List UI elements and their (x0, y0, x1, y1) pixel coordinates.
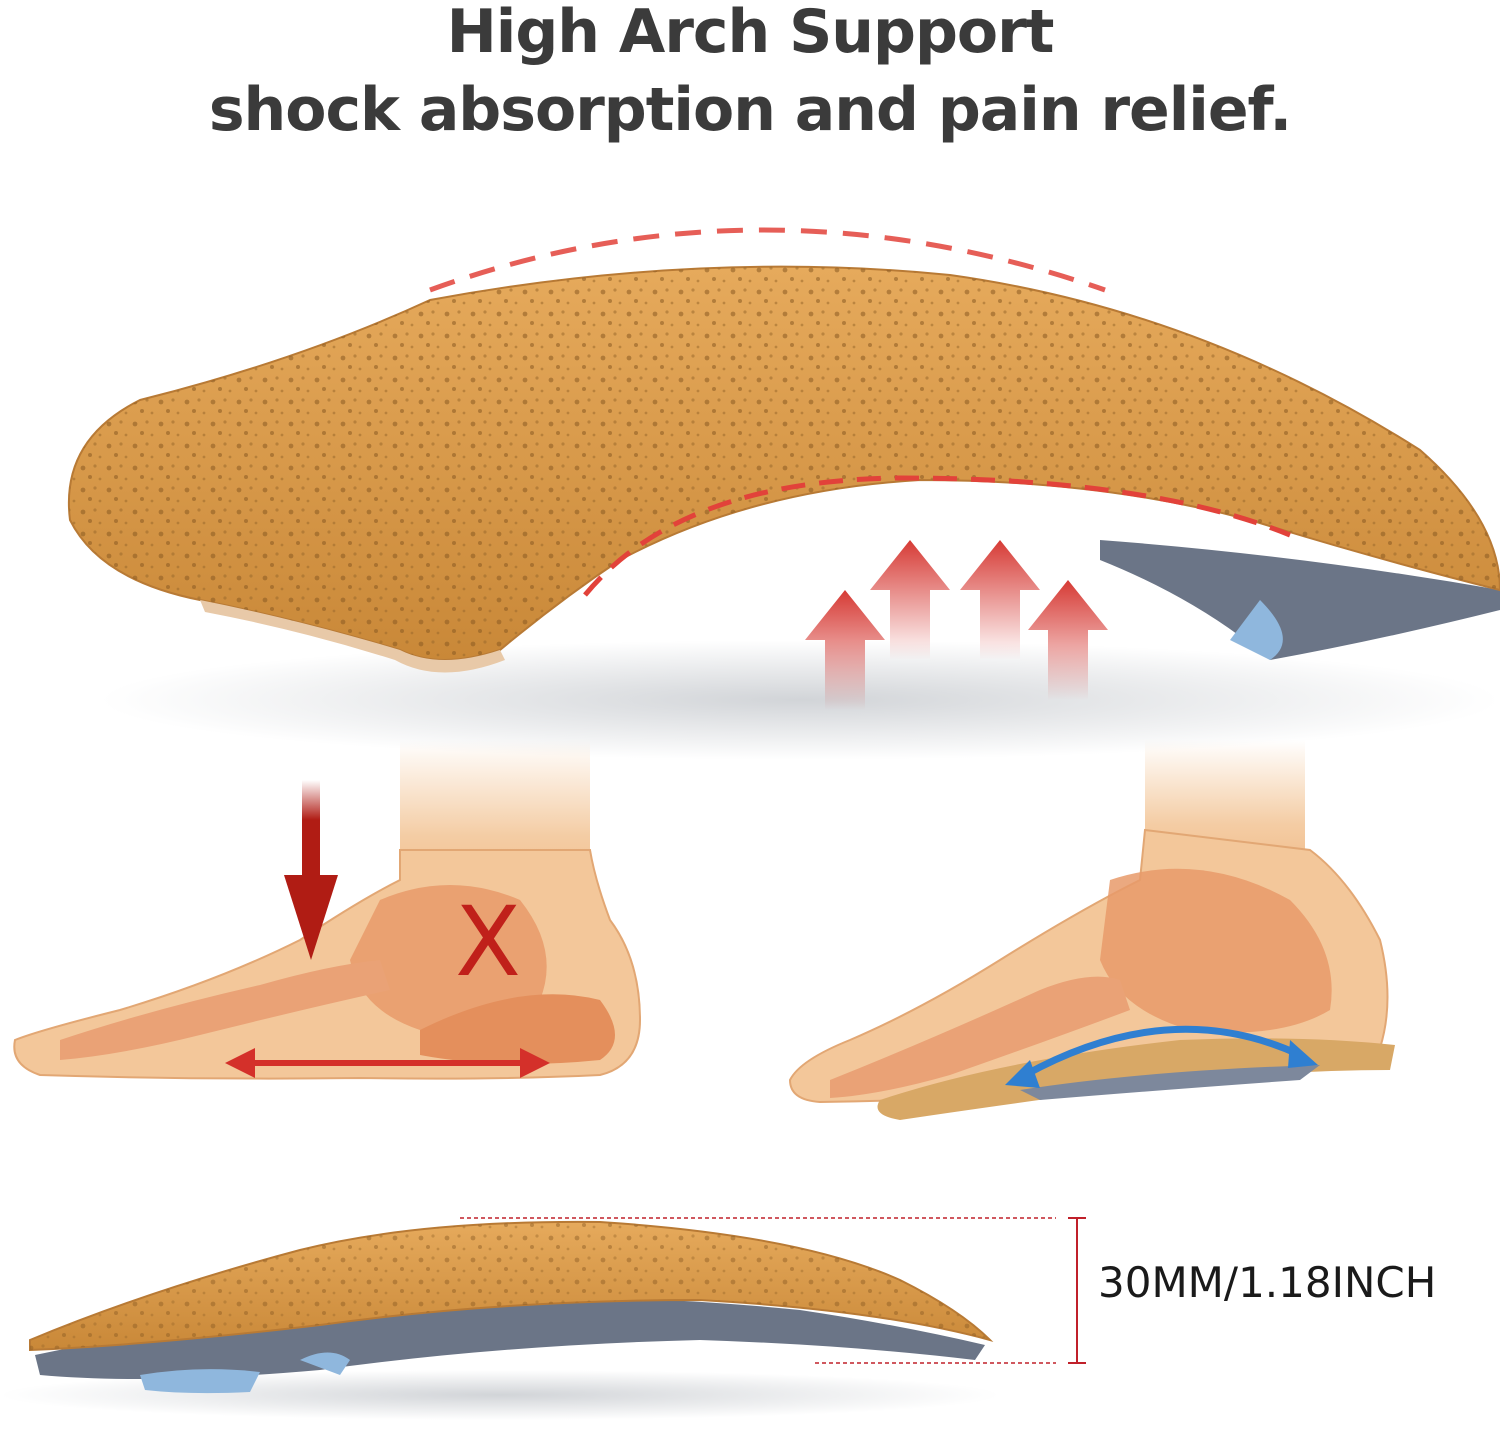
headline-line-2: shock absorption and pain relief. (208, 75, 1292, 145)
side-view-insole (0, 1220, 1000, 1420)
cross-mark: X (455, 886, 521, 998)
arch-curve-guide-top (429, 227, 1106, 293)
supported-foot-illustration (788, 740, 1395, 1120)
arrow-down-icon (284, 780, 338, 960)
flat-foot-illustration: X (13, 740, 642, 1080)
headline-line-1: High Arch Support (446, 0, 1055, 67)
arch-curve-guide-bottom (583, 475, 1291, 597)
arch-height-label: 30MM/1.18INCH (1098, 1258, 1437, 1307)
top-insole (67, 265, 1500, 760)
curved-double-arrow-icon (1005, 1025, 1318, 1088)
height-measure (460, 1217, 1086, 1364)
arrow-up-icon (805, 540, 1108, 710)
heel-pad (1230, 600, 1283, 660)
double-arrow-icon (225, 1048, 550, 1078)
